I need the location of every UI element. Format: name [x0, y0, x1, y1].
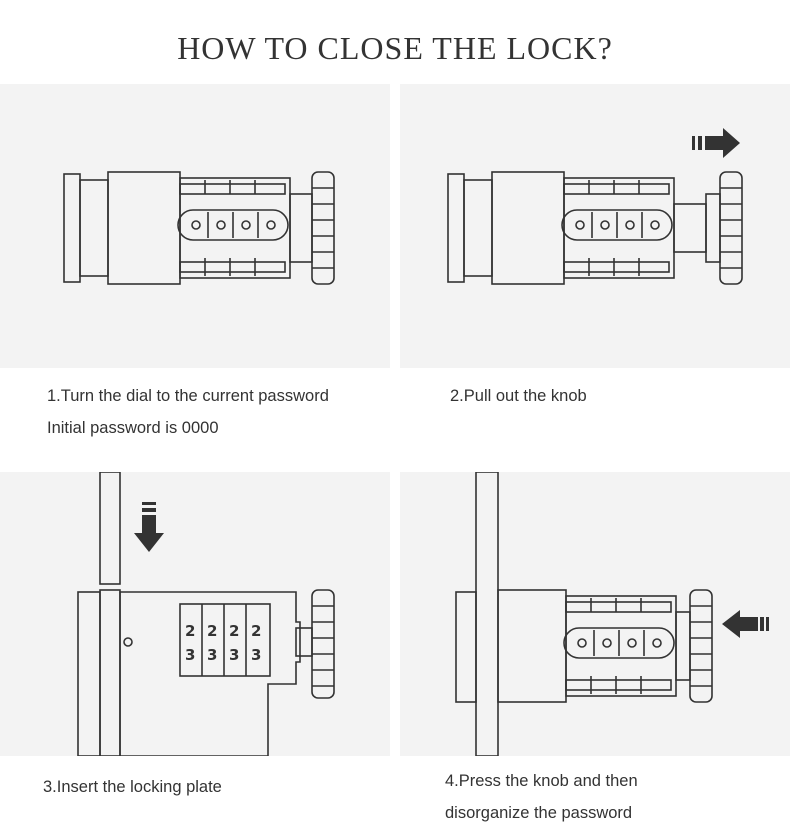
lock-illustration — [455, 472, 713, 756]
dial-digit: 2 — [207, 622, 217, 640]
arrow-down-icon — [134, 502, 164, 552]
caption-line: Initial password is 0000 — [47, 419, 219, 437]
dial-digit: 3 — [185, 646, 195, 664]
arrow-right-icon — [692, 128, 740, 158]
dial-digit: 2 — [229, 622, 239, 640]
caption-line: disorganize the password — [445, 804, 633, 822]
caption-line: 4.Press the knob and then — [445, 772, 638, 790]
step-3-caption: 3.Insert the locking plate — [43, 771, 222, 803]
step-2-illustration — [400, 84, 790, 368]
page-title: HOW TO CLOSE THE LOCK? — [177, 30, 613, 66]
dial-digit: 3 — [229, 646, 239, 664]
dial-digit: 2 — [185, 622, 195, 640]
dial-digit: 2 — [251, 622, 261, 640]
step-4-caption: 4.Press the knob and then disorganize th… — [445, 765, 638, 829]
dial-digits: 2 2 2 2 3 3 3 3 — [185, 622, 261, 664]
dial-digit: 3 — [207, 646, 217, 664]
step-4-illustration — [400, 472, 790, 756]
step-3-illustration: 2 2 2 2 3 3 3 3 — [0, 472, 390, 756]
step-1-illustration — [0, 84, 390, 368]
caption-line: 2.Pull out the knob — [450, 387, 587, 405]
lock-illustration — [63, 171, 335, 285]
lock-illustration — [77, 472, 335, 756]
caption-line: 3.Insert the locking plate — [43, 778, 222, 796]
caption-line: 1.Turn the dial to the current password — [47, 387, 329, 405]
lock-illustration — [447, 171, 743, 285]
step-1-caption: 1.Turn the dial to the current password … — [47, 380, 329, 444]
step-2-caption: 2.Pull out the knob — [450, 380, 587, 412]
arrow-left-icon — [722, 610, 769, 638]
dial-digit: 3 — [251, 646, 261, 664]
